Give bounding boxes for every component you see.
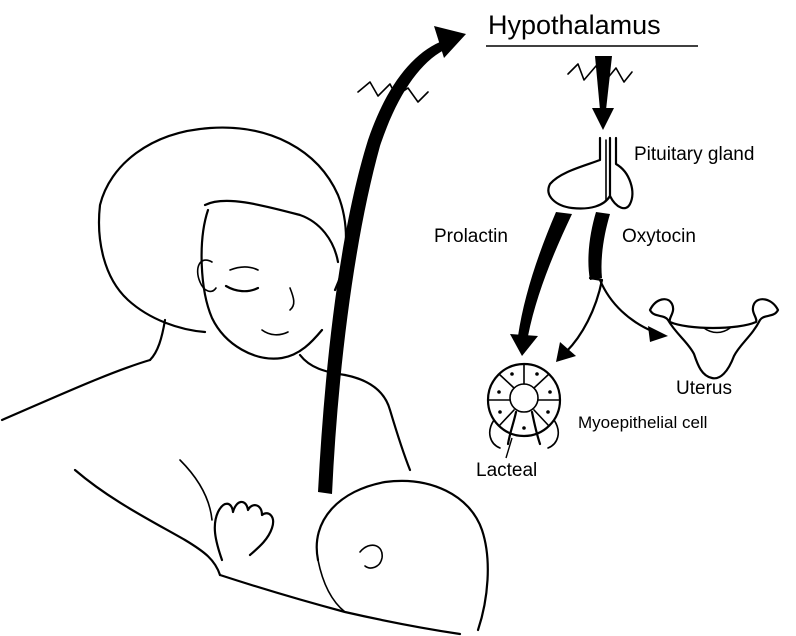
oxytocin-branch-lacteal <box>566 278 602 352</box>
mother-ear <box>198 260 216 291</box>
pituitary-gland-icon <box>548 138 632 209</box>
baby-ear <box>360 545 382 568</box>
prolactin-arrow-head <box>510 334 538 356</box>
mother-brow <box>230 267 258 270</box>
oxytocin-label: Oxytocin <box>622 226 696 247</box>
oxytocin-branch-uterus <box>600 280 654 332</box>
baby-head <box>317 481 488 630</box>
mother-face <box>202 210 322 359</box>
descending-arrow-body <box>595 56 612 110</box>
oxytocin-arrow-body <box>588 212 610 280</box>
mother-eye <box>226 286 258 291</box>
myoepithelial-label: Myoepithelial cell <box>578 413 707 432</box>
lacteal-label: Lacteal <box>476 460 537 481</box>
uterus-label: Uterus <box>676 378 732 399</box>
mother-shoulder-left <box>2 360 150 420</box>
oxytocin-head-uterus <box>648 326 668 342</box>
hypothalamus-label: Hypothalamus <box>488 10 661 40</box>
baby-body <box>220 575 460 634</box>
mother-figure <box>2 128 410 575</box>
afferent-arrow-head <box>434 26 466 58</box>
prolactin-arrow <box>510 212 572 356</box>
afferent-signal-arrow <box>318 26 466 494</box>
descending-arrow-head <box>592 108 614 130</box>
baby-face <box>318 560 345 612</box>
uterus-icon <box>650 299 778 378</box>
prolactin-label: Prolactin <box>434 226 508 247</box>
baby-figure <box>215 481 488 634</box>
baby-hand <box>215 502 273 560</box>
mother-body-line <box>180 460 212 520</box>
mother-hair <box>99 128 346 332</box>
mother-arm <box>75 470 220 575</box>
pituitary-label: Pituitary gland <box>634 144 754 165</box>
mother-nose <box>290 288 294 310</box>
alveolus-icon <box>488 364 560 448</box>
afferent-arrow-body <box>318 42 444 494</box>
mother-shoulder-right <box>345 375 410 470</box>
prolactin-arrow-body <box>518 212 572 336</box>
descending-signal-arrow <box>568 56 632 130</box>
mother-mouth <box>262 330 288 335</box>
